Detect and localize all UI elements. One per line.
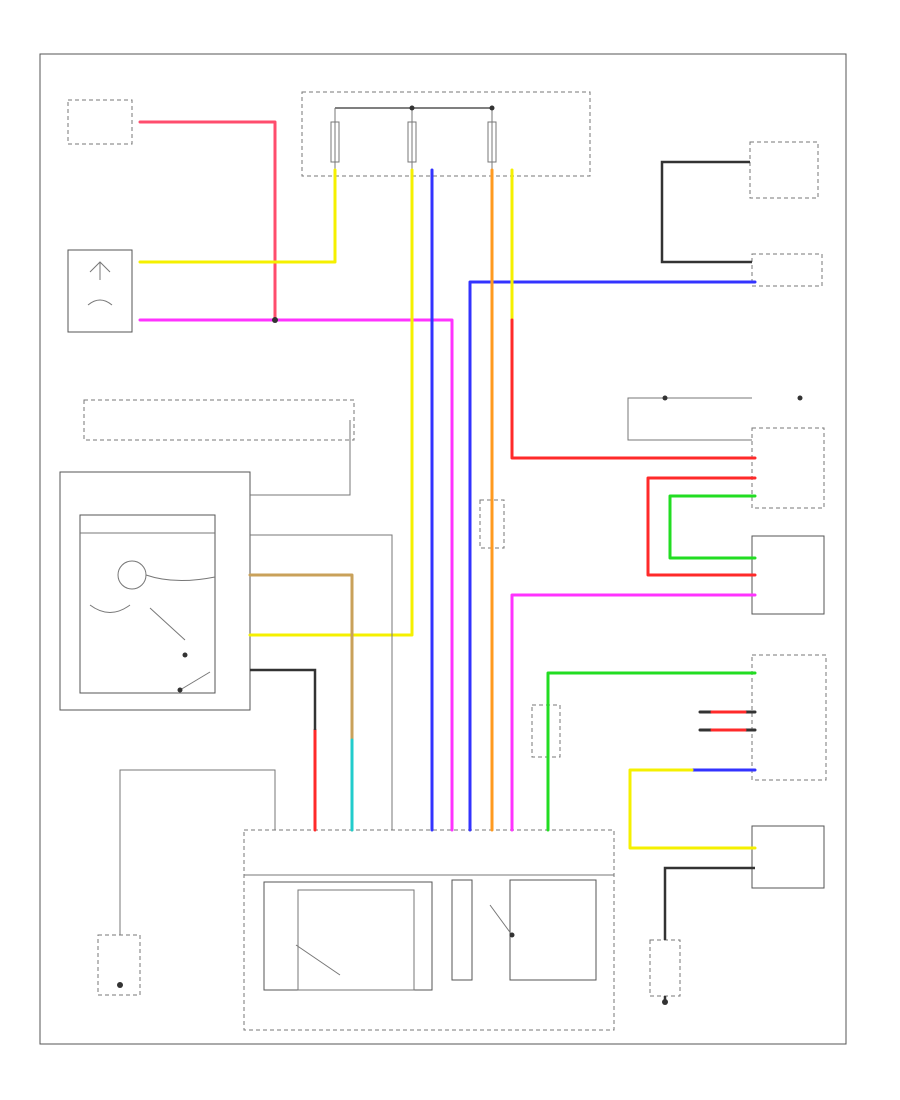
wiper-switch-assembly xyxy=(243,829,615,1031)
wire-gray-console xyxy=(627,397,752,441)
wire-gray-3 xyxy=(119,769,276,935)
overhead-module-box xyxy=(751,535,825,615)
wire-yel-washer xyxy=(138,168,337,264)
jc-a37-box xyxy=(649,939,681,997)
wire-blk-horn xyxy=(660,160,752,264)
wire-blk-wiper xyxy=(250,668,317,730)
wire-grn-overhead xyxy=(668,494,757,560)
ground-f3-box xyxy=(97,934,141,996)
wire-yel-wiper xyxy=(248,168,414,637)
wire-gray-2 xyxy=(250,420,351,496)
jc-f54 xyxy=(751,253,823,287)
wire-brn xyxy=(248,573,354,832)
fuse-2 xyxy=(407,108,417,170)
front-washer-switch xyxy=(509,879,597,981)
wiper-motor-rotor xyxy=(117,560,147,590)
wire-gray-1 xyxy=(250,534,393,830)
rain-sensor-box xyxy=(751,654,827,781)
diagram-frame xyxy=(39,53,847,1045)
washer-motor-box xyxy=(67,249,133,333)
wire-blk-ground xyxy=(663,866,755,940)
fuse-3 xyxy=(487,108,497,170)
wire-grn-rain xyxy=(546,671,757,832)
wiper-motor-box xyxy=(59,471,251,711)
wire-yel-meter xyxy=(628,768,757,850)
wire-pnk-relay xyxy=(138,120,277,322)
wiper-switch-ind xyxy=(451,879,473,981)
wiper-motor-inner xyxy=(79,514,216,694)
wire-vio-washer xyxy=(138,318,454,832)
jc-a36-outline xyxy=(83,399,355,441)
horn-ecu xyxy=(749,141,819,199)
fuse-1 xyxy=(330,108,340,170)
wire-blu-jc xyxy=(468,280,757,832)
wire-red-overhead xyxy=(646,476,757,577)
under-center-console-box xyxy=(751,427,825,509)
wire-red-console xyxy=(510,318,757,460)
fuse-block-outline xyxy=(301,91,591,177)
combination-meter-box xyxy=(751,825,825,889)
headlight-cleaner-relay xyxy=(67,99,133,145)
front-wiper-switch xyxy=(263,881,433,991)
wire-vio-overhead xyxy=(510,593,757,832)
washer-motor-symbol xyxy=(87,261,113,306)
jc-f60-box xyxy=(531,704,561,758)
